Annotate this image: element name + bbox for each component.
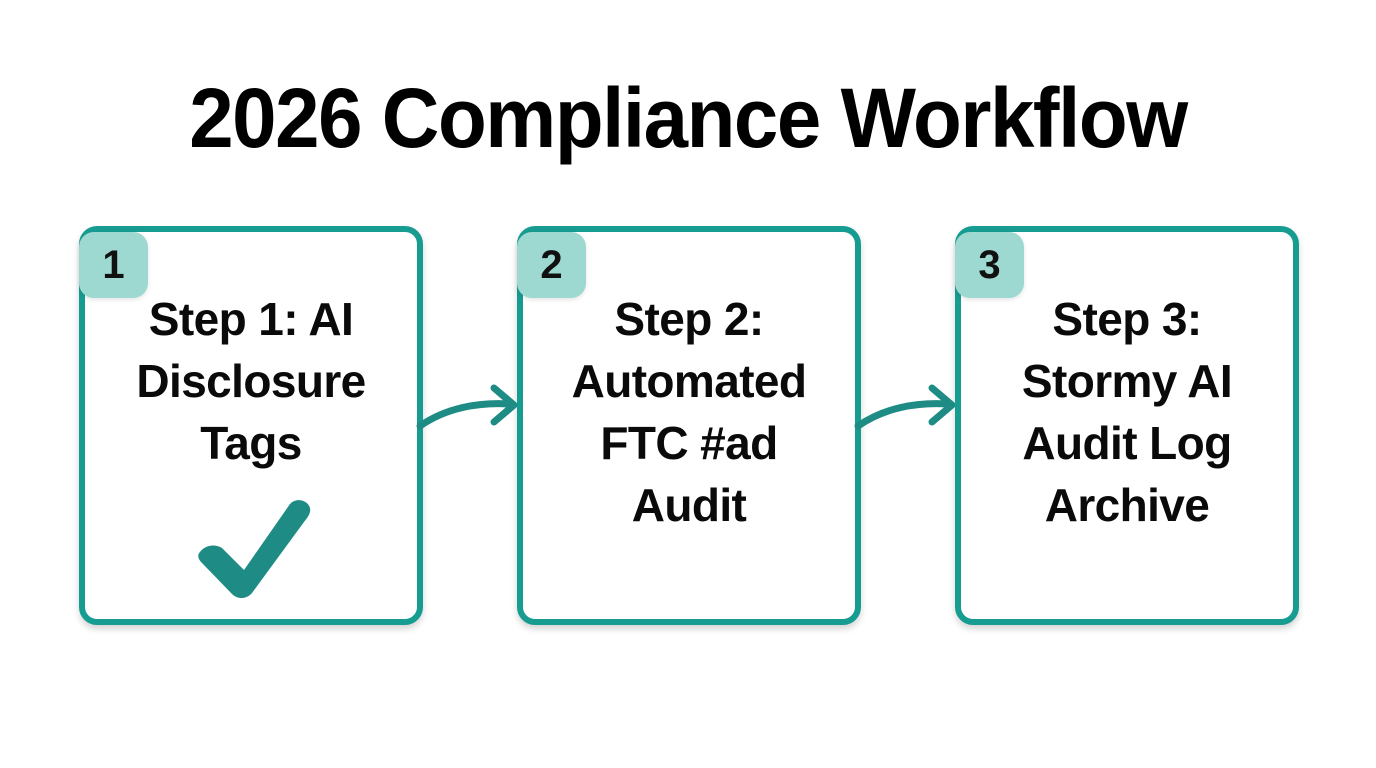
step-label-1: Step 1: AI Disclosure Tags [136,293,366,469]
step-number-badge-3: 3 [955,232,1024,298]
step-card-body-2: Step 2: Automated FTC #ad Audit [523,232,855,619]
checkmark-icon [186,490,316,600]
step-number-badge-1: 1 [79,232,148,298]
step-card-body-3: Step 3: Stormy AI Audit Log Archive [961,232,1293,619]
step-number-badge-2: 2 [517,232,586,298]
page-title: 2026 Compliance Workflow [189,71,1188,165]
step-label-3: Step 3: Stormy AI Audit Log Archive [1021,293,1233,531]
step-card-3[interactable]: 3 Step 3: Stormy AI Audit Log Archive [955,226,1299,625]
step-card-body-1: Step 1: AI Disclosure Tags [85,232,417,619]
step-label-2: Step 2: Automated FTC #ad Audit [571,293,807,531]
step-card-2[interactable]: 2 Step 2: Automated FTC #ad Audit [517,226,861,625]
step-card-1[interactable]: 1 Step 1: AI Disclosure Tags [79,226,423,625]
workflow-steps-row: 1 Step 1: AI Disclosure Tags 2 Step 2: A… [0,226,1376,626]
